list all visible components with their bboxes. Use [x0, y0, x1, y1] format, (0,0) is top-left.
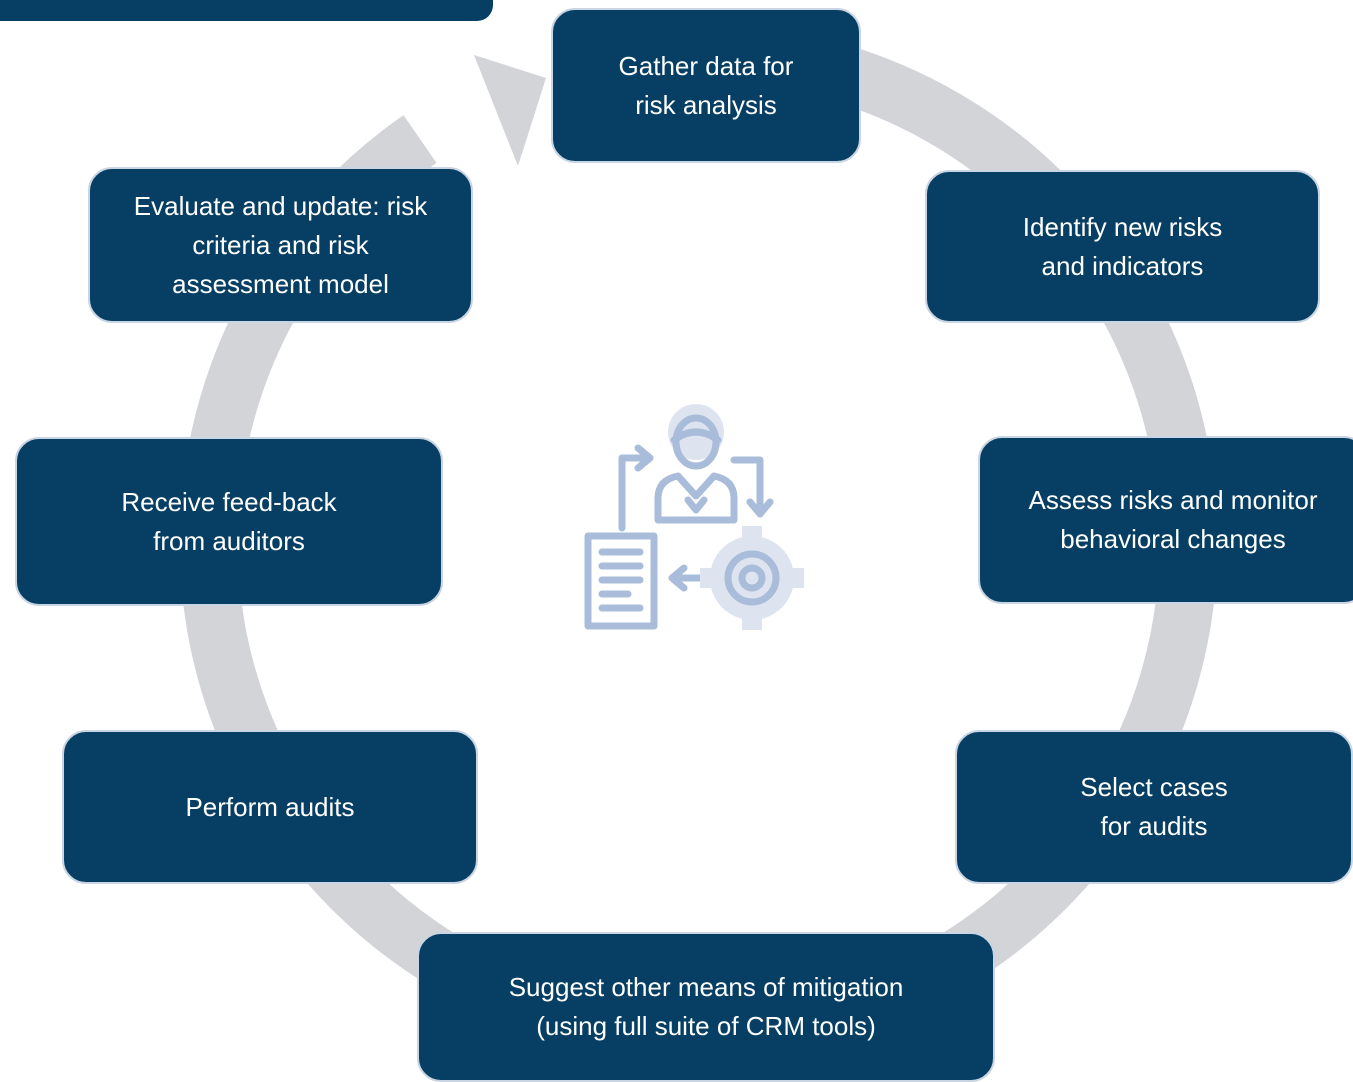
ring-arrowhead [474, 55, 546, 166]
step-perform-audits: Perform audits [62, 730, 478, 884]
step-evaluate-update: Evaluate and update: risk criteria and r… [88, 167, 473, 323]
header-bar [0, 0, 493, 21]
step-receive-feedback: Receive feed-back from auditors [15, 437, 443, 606]
person-process-cycle-icon [584, 404, 804, 630]
step-suggest-mitigation: Suggest other means of mitigation (using… [417, 932, 995, 1082]
step-assess-risks: Assess risks and monitor behavioral chan… [978, 436, 1353, 604]
step-identify-risks: Identify new risks and indicators [925, 170, 1320, 323]
step-gather-data: Gather data for risk analysis [551, 8, 861, 163]
step-select-cases: Select cases for audits [955, 730, 1353, 884]
